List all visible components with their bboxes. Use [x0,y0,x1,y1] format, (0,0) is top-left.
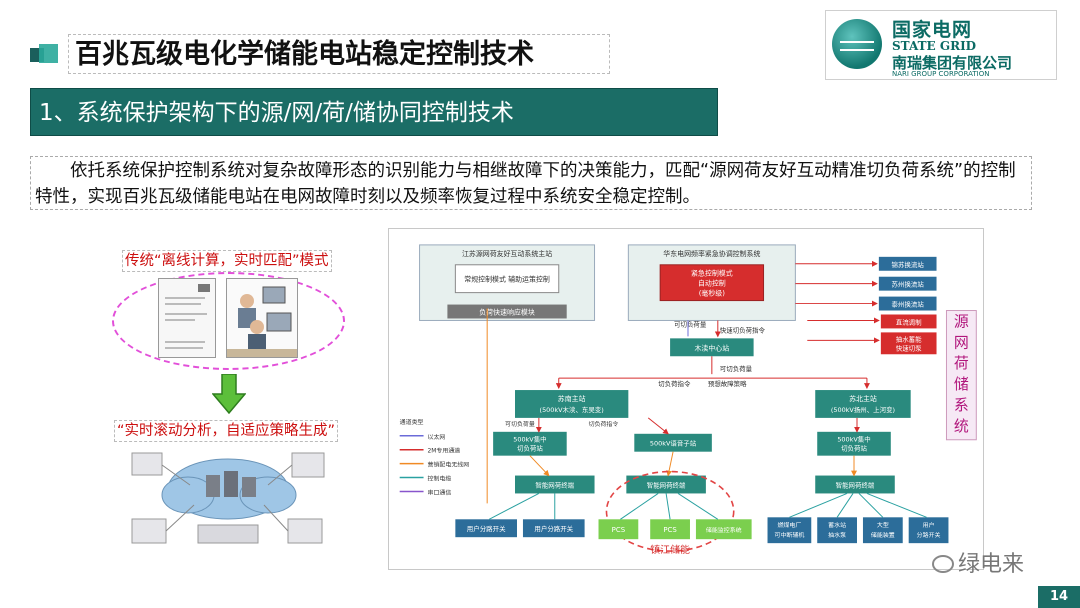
title-mark-icon [30,44,58,66]
sn-sub: (500kV木渎、东吴变) [540,405,604,414]
red-box-2: 抽水蓄能 [896,334,922,343]
legend-title: 通道类型 [400,418,424,426]
architecture-diagram: 江苏源网荷友好互动系统主站 常规控制模式 辅助运策控制 负荷快速响应模块 华东电… [388,228,984,570]
pcs-1: PCS [612,526,626,534]
network-cloud-image [131,452,325,544]
main1-box: 常规控制模式 辅助运策控制 [464,275,550,284]
logo-cn: 国家电网 [892,19,973,41]
fast-cmd-label: 快速切负荷指令 [720,325,766,334]
cut-label-r: 切负荷指令 [589,420,619,428]
document-image [158,278,216,358]
bms: 储能监控系统 [706,526,742,534]
strategy-label: 预想故障策略 [708,379,747,388]
side-char-3: 荷 [954,354,969,372]
logo-en: STATE GRID [892,39,977,53]
cut-load-label-2: 可切负荷量 [720,364,753,373]
legend-item-5: 串口通信 [428,488,452,496]
cut-load-label: 可切负荷量 [674,319,707,328]
sub-500-1b: 切负荷站 [517,444,543,453]
red-box-1: 直流调制 [896,317,922,326]
sub-500-2: 500kV语音子站 [650,439,697,448]
globe-logo-icon [832,19,882,69]
sub-500-3b: 切负荷站 [841,444,867,453]
section-heading: 1、系统保护架构下的源/网/荷/储协同控制技术 [30,88,718,136]
main2-box3: (毫秒级) [699,289,726,298]
main2-box2: 自动控制 [698,279,726,288]
legend-item-2: 2M专用通道 [428,447,461,455]
red-box-3: 快速切泵 [896,343,922,352]
plant-1b: 可中断辅机 [775,531,805,539]
sn-main: 苏南主站 [558,394,586,403]
sub-500-3: 500kV集中 [837,435,870,444]
logo-company-en: NARI GROUP CORPORATION [892,70,990,78]
legend-item-1: 以太网 [428,433,446,441]
down-arrow-icon [212,374,246,414]
pcs-2: PCS [663,526,677,534]
zhenjiang-label: 镇江储能 [650,543,690,556]
main2-title: 华东电网频率紧急协调控制系统 [663,249,760,258]
terminal-3: 智能网荷终端 [836,480,875,489]
terminal-2: 智能网荷终端 [647,480,686,489]
side-char-2: 网 [954,333,969,351]
operators-image [226,278,298,358]
slide-title: 百兆瓦级电化学储能电站稳定控制技术 [68,34,610,74]
main1-sub: 负荷快速响应模块 [479,307,535,316]
user-switch-2: 用户分路开关 [534,524,573,533]
plant-3b: 储能装置 [871,531,895,539]
sub-500-1: 500kV集中 [513,435,546,444]
legend: 以太网 2M专用通道 营销配电无线网 控制电缆 串口通信 [399,433,470,496]
plant-2: 蓄水站 [828,521,846,529]
center-station: 木渎中心站 [695,343,730,352]
body-paragraph: 依托系统保护控制系统对复杂故障形态的识别能力与相继故障下的决策能力，匹配“源网荷… [30,156,1032,210]
user-switch-1: 用户分路开关 [467,524,506,533]
sb-main: 苏北主站 [849,394,877,403]
plant-2b: 抽水泵 [828,531,846,539]
legend-item-4: 控制电缆 [428,475,452,483]
page-number: 14 [1038,586,1080,608]
cut-cmd-label: 切负荷指令 [658,379,691,388]
dashed-ellipse [112,272,345,370]
logo-company-cn: 南瑞集团有限公司 [892,54,1013,72]
side-char-5: 系 [954,396,969,414]
legend-item-3: 营销配电无线网 [428,461,470,469]
watermark: 绿电来 [932,546,1024,578]
plant-3: 大型 [877,521,889,529]
terminal-1: 智能网荷终端 [535,480,574,489]
state-grid-logo: 国家电网 STATE GRID 南瑞集团有限公司 NARI GROUP CORP… [825,10,1057,80]
side-char-6: 统 [954,417,969,435]
main2-box1: 紧急控制模式 [691,269,733,278]
watermark-text: 绿电来 [958,552,1025,577]
dc-station-1: 锦苏换流站 [892,260,925,269]
dc-station-3: 泰州换流站 [892,300,925,309]
adaptive-mode-label: “实时滚动分析，自适应策略生成” [114,420,339,442]
side-char-1: 源 [954,312,969,330]
traditional-mode-label: 传统“离线计算，实时匹配”模式 [122,250,332,272]
dc-station-2: 苏州换流站 [892,280,925,289]
plant-1: 燃煤电厂 [777,521,801,529]
main1-title: 江苏源网荷友好互动系统主站 [462,249,552,258]
user-3: 用户 [923,521,935,529]
cut-label-l: 可切负荷量 [505,420,535,428]
wechat-icon [932,555,954,573]
side-char-4: 储 [954,375,969,393]
user-3b: 分路开关 [917,531,941,539]
sb-sub: (500kV扬州、上河变) [831,405,895,414]
